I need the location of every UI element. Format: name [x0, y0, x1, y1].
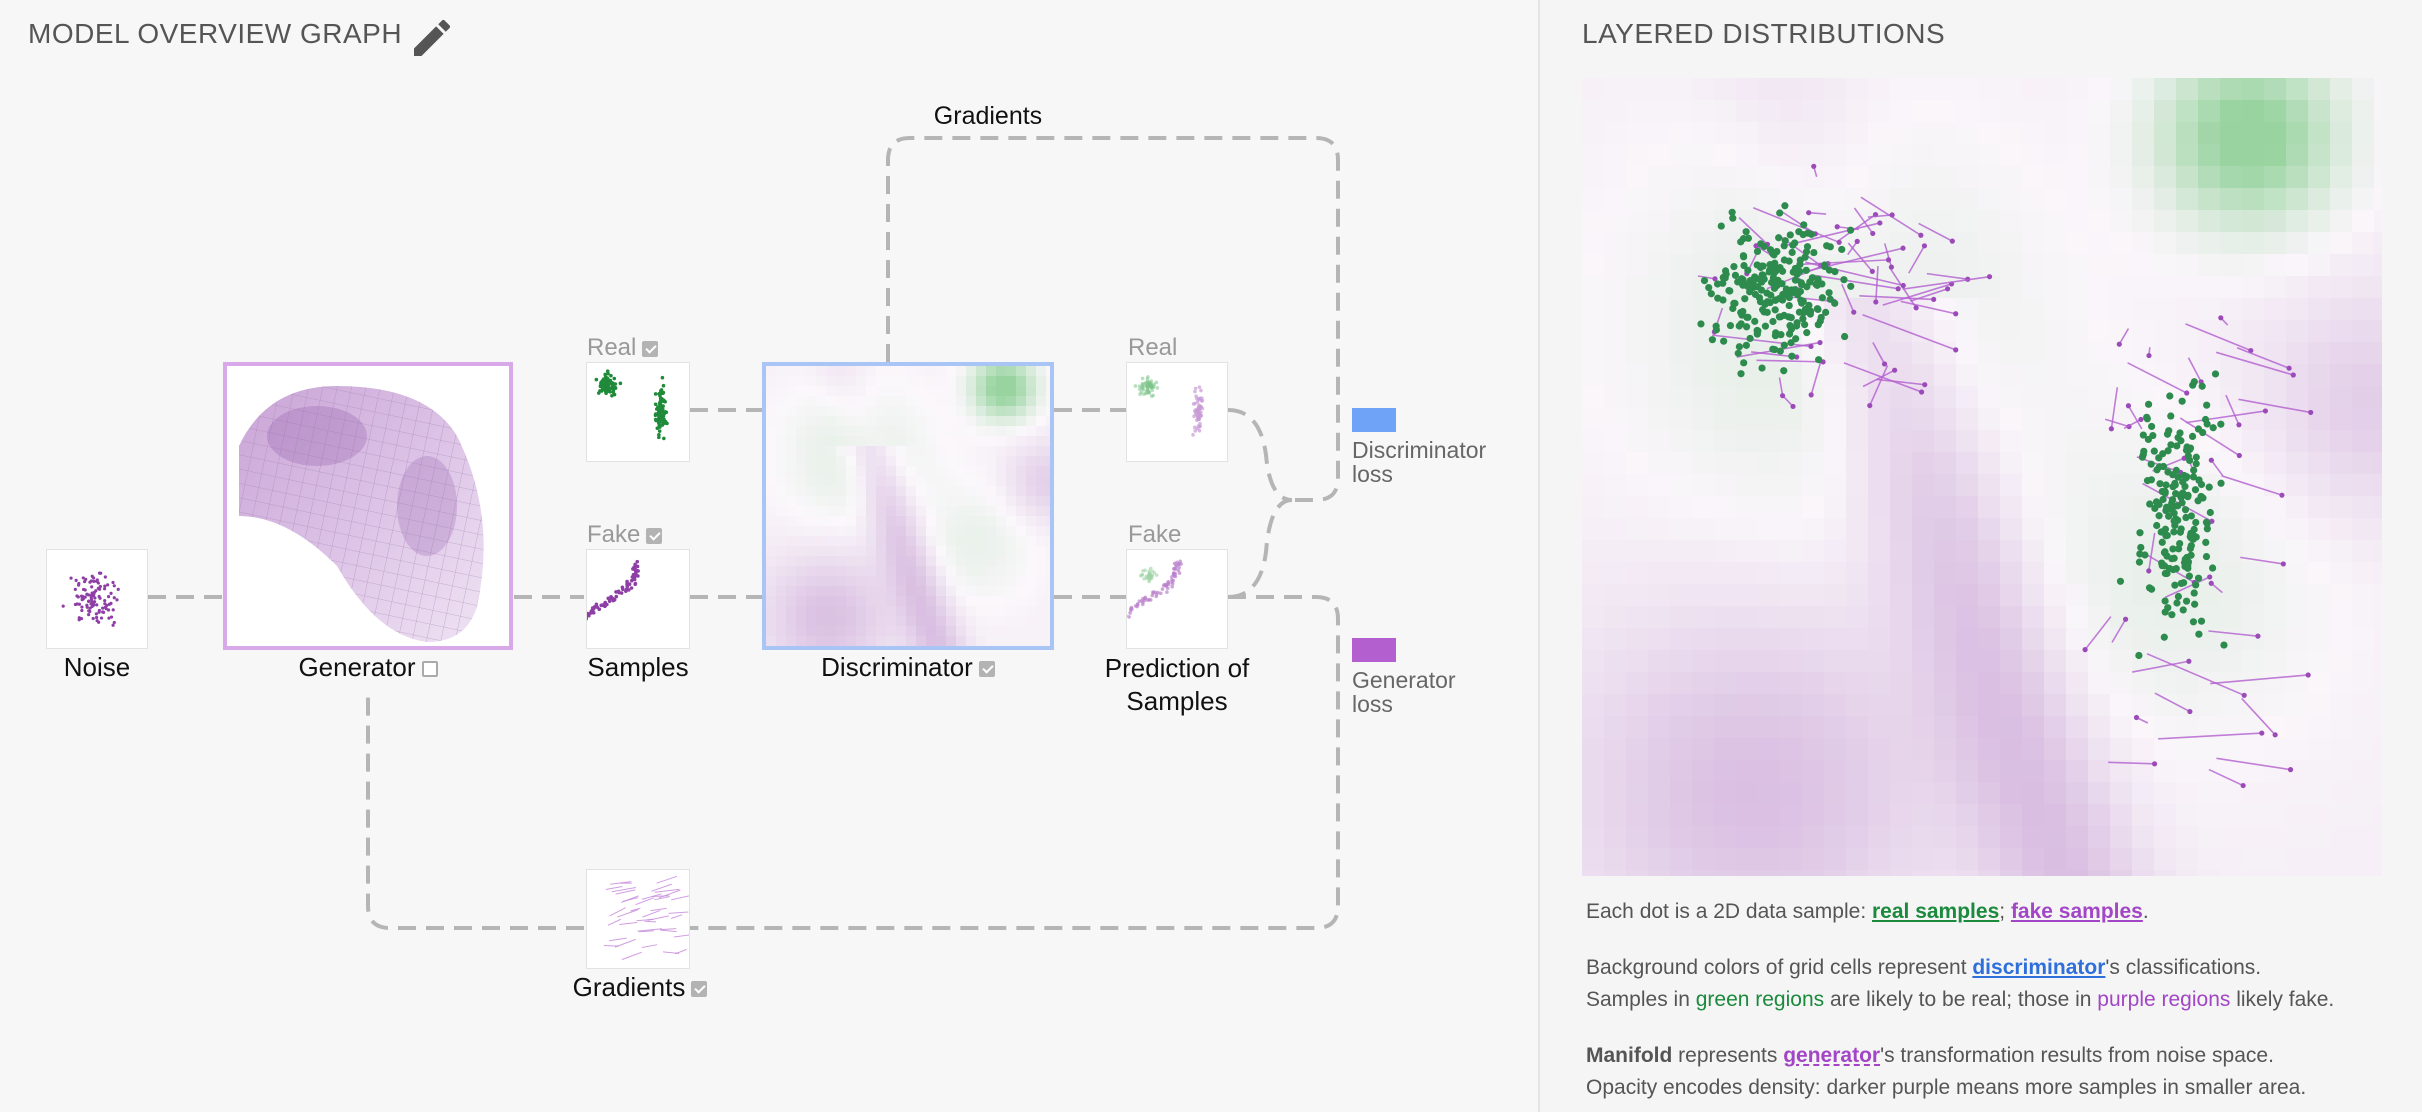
generator-label: Generator	[223, 652, 513, 683]
real-samples-link[interactable]: real samples	[1872, 900, 2000, 923]
samples-label: Samples	[587, 652, 689, 682]
generator-label-text: Generator	[298, 652, 416, 682]
layered-distributions-title: LAYERED DISTRIBUTIONS	[1582, 18, 1946, 49]
desc2-prefix: Background colors of grid cells represen…	[1586, 956, 1973, 979]
gradients-label: Gradients	[560, 972, 720, 1003]
desc2-line2-suffix: likely fake.	[2230, 988, 2335, 1011]
prediction-label-line1: Prediction of	[1104, 653, 1250, 683]
generator-node[interactable]	[223, 362, 513, 650]
fake-samples-checkbox[interactable]	[646, 527, 663, 544]
desc1-suffix: .	[2142, 900, 2149, 923]
gradients-field	[603, 875, 699, 961]
fake-prediction-thumbnail[interactable]	[1111, 549, 1228, 649]
fake-samples-thumbnail[interactable]	[568, 549, 690, 649]
discriminator-loss-line1: Discriminator	[1352, 437, 1487, 463]
real-prediction-thumbnail[interactable]	[1126, 362, 1228, 462]
real-samples-tag-text: Real	[587, 334, 637, 361]
desc3-line2: Opacity encodes density: darker purple m…	[1586, 1076, 2307, 1099]
generator-link[interactable]: generator	[1783, 1044, 1881, 1067]
purple-regions-text: purple regions	[2097, 988, 2231, 1011]
fake-samples-scatter	[568, 559, 640, 638]
pencil-icon[interactable]	[408, 14, 456, 62]
desc2-line2-prefix: Samples in	[1586, 988, 1696, 1011]
discriminator-loss-swatch	[1352, 408, 1396, 432]
layered-distributions-panel: LAYERED DISTRIBUTIONS	[1538, 0, 2422, 1112]
discriminator-label-text: Discriminator	[821, 652, 973, 682]
fake-samples-link[interactable]: fake samples	[2010, 900, 2143, 923]
graph-connectors	[148, 136, 1340, 930]
description-samples: Each dot is a 2D data sample: real sampl…	[1586, 896, 2386, 928]
noise-thumbnail[interactable]	[46, 549, 148, 649]
desc1-prefix: Each dot is a 2D data sample:	[1586, 900, 1872, 923]
discriminator-label: Discriminator	[762, 652, 1054, 683]
model-overview-panel: MODEL OVERVIEW GRAPH Noise	[0, 0, 1538, 1112]
fake-prediction-scatter	[1111, 559, 1183, 634]
real-samples-thumbnail[interactable]	[586, 362, 690, 462]
discriminator-heatmap	[766, 366, 1050, 646]
discriminator-node[interactable]	[762, 362, 1054, 650]
gradients-thumbnail[interactable]	[586, 869, 699, 969]
fake-samples-tag-text: Fake	[587, 521, 641, 548]
noise-label: Noise	[63, 652, 131, 682]
discriminator-checkbox[interactable]	[978, 661, 995, 678]
generator-manifold	[239, 386, 484, 642]
prediction-label-line2: Samples	[1126, 686, 1228, 716]
description-grid: Background colors of grid cells represen…	[1586, 952, 2386, 1016]
desc2-middle: 's classifications.	[2105, 956, 2262, 979]
generator-loss-line1: Generator	[1352, 667, 1456, 693]
generator-loss-swatch	[1352, 638, 1396, 662]
real-samples-checkbox[interactable]	[642, 340, 659, 357]
gradients-label-text: Gradients	[572, 972, 686, 1002]
manifold-term: Manifold	[1586, 1044, 1673, 1067]
real-samples-tag: Real	[587, 334, 659, 362]
layered-distribution-canvas[interactable]	[1582, 78, 2382, 876]
desc3-mid: represents	[1672, 1044, 1784, 1067]
description-manifold: Manifold represents generator's transfor…	[1586, 1040, 2386, 1104]
discriminator-loss-line2: loss	[1352, 461, 1393, 487]
green-regions-text: green regions	[1695, 988, 1825, 1011]
generator-loss-label: Generator loss	[1352, 668, 1456, 716]
generator-loss-line2: loss	[1352, 691, 1393, 717]
gradients-checkbox[interactable]	[691, 981, 708, 998]
real-prediction-tag: Real	[1128, 334, 1178, 361]
fake-prediction-tag: Fake	[1128, 521, 1182, 548]
discriminator-loss-label: Discriminator loss	[1352, 438, 1486, 486]
fake-samples-tag: Fake	[587, 521, 663, 549]
desc3-suffix: 's transformation results from noise spa…	[1880, 1044, 2274, 1067]
desc1-separator: ;	[1999, 900, 2011, 923]
gradients-top-label: Gradients	[933, 102, 1043, 130]
model-overview-title: MODEL OVERVIEW GRAPH	[28, 18, 403, 49]
desc2-line2-mid: are likely to be real; those in	[1824, 988, 2098, 1011]
real-samples-scatter	[594, 369, 669, 441]
discriminator-link[interactable]: discriminator	[1972, 956, 2106, 979]
prediction-label: Prediction of Samples	[1090, 652, 1264, 718]
real-prediction-scatter	[1133, 375, 1205, 437]
noise-scatter	[61, 571, 120, 627]
layered-distribution-plot	[1582, 78, 2382, 876]
generator-checkbox[interactable]	[421, 661, 438, 678]
